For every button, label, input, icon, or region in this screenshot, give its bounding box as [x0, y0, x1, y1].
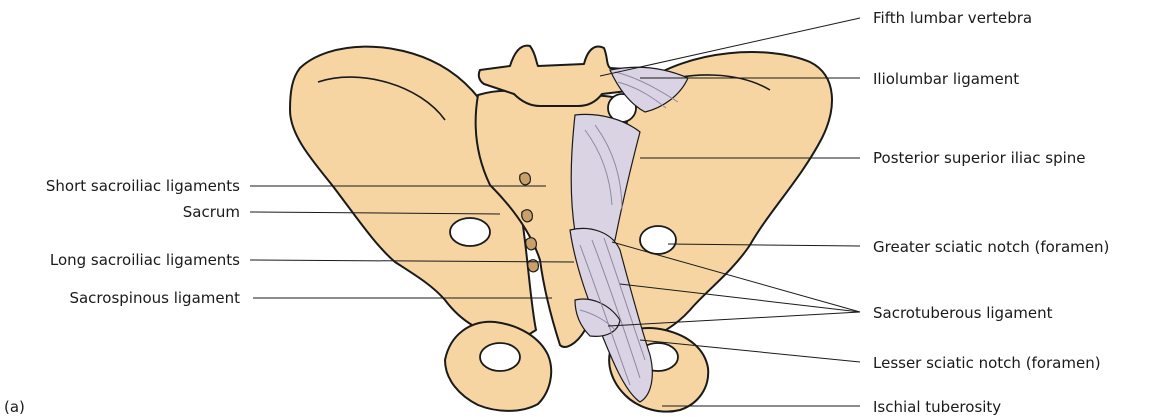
right-greater-sciatic-foramen [640, 226, 676, 254]
label-lesser-sciatic-notch: Lesser sciatic notch (foramen) [873, 354, 1101, 372]
figure-label: (a) [4, 398, 25, 416]
label-posterior-superior-iliac-spine: Posterior superior iliac spine [873, 149, 1086, 167]
sacral-foramen-1 [520, 173, 531, 185]
label-short-sacroiliac-ligaments: Short sacroiliac ligaments [46, 177, 240, 195]
left-greater-sciatic-foramen [450, 218, 490, 246]
label-greater-sciatic-notch: Greater sciatic notch (foramen) [873, 238, 1109, 256]
label-iliolumbar-ligament: Iliolumbar ligament [873, 70, 1019, 88]
label-long-sacroiliac-ligaments: Long sacroiliac ligaments [50, 251, 240, 269]
label-sacrum: Sacrum [183, 203, 240, 221]
label-sacrospinous-ligament: Sacrospinous ligament [69, 289, 240, 307]
label-sacrotuberous-ligament: Sacrotuberous ligament [873, 304, 1053, 322]
label-fifth-lumbar-vertebra: Fifth lumbar vertebra [873, 9, 1032, 27]
left-obturator-hole [480, 343, 520, 371]
label-ischial-tuberosity: Ischial tuberosity [873, 398, 1001, 416]
sacral-foramen-3 [526, 238, 537, 250]
sacral-foramen-2 [522, 210, 533, 222]
